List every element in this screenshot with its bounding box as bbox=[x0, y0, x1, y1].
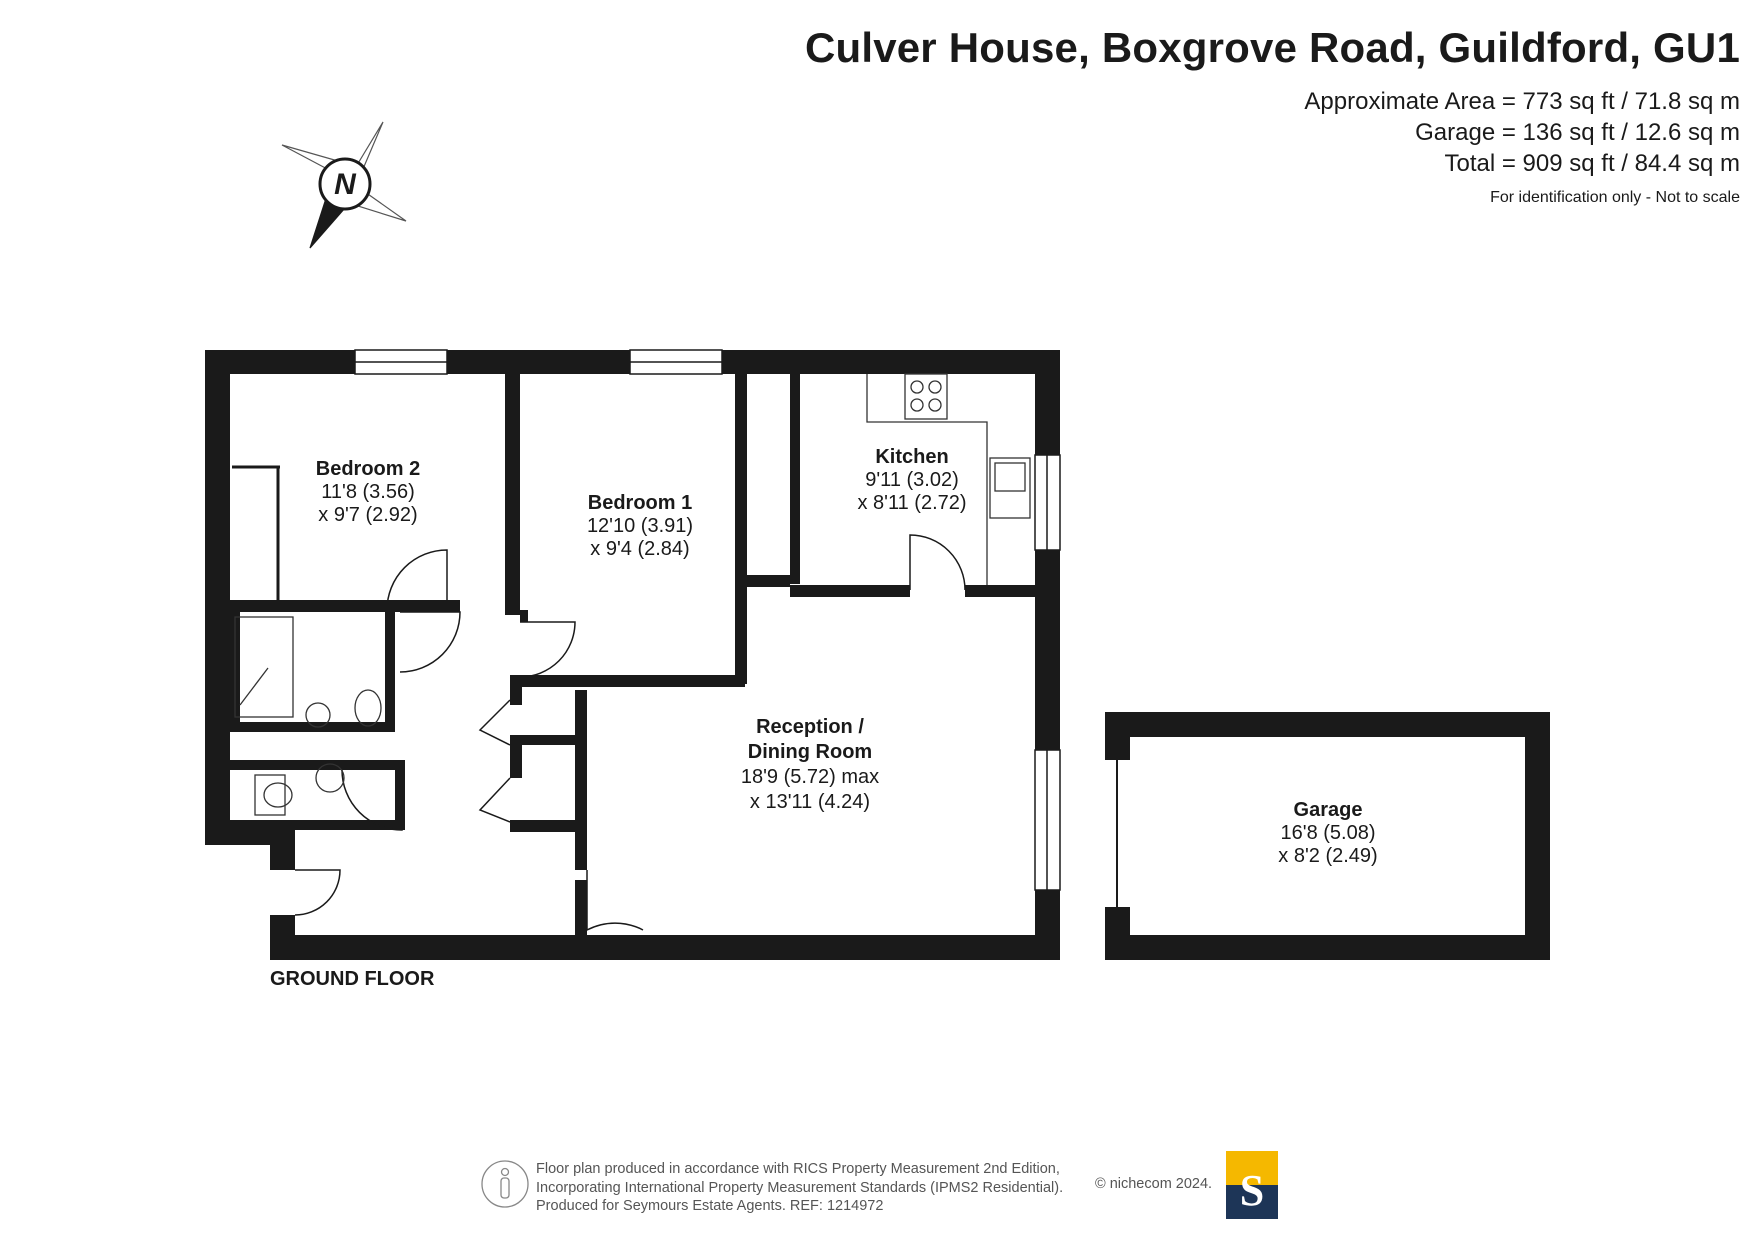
kitchen-dim2: x 8'11 (2.72) bbox=[857, 492, 966, 514]
footer-line-1: Floor plan produced in accordance with R… bbox=[536, 1161, 1060, 1177]
bathroom-fixtures bbox=[234, 616, 382, 816]
toilet-icon bbox=[354, 689, 382, 727]
approx-area: Approximate Area = 773 sq ft / 71.8 sq m bbox=[1304, 88, 1740, 115]
bath-icon bbox=[234, 616, 294, 718]
bedroom1-dim2: x 9'4 (2.84) bbox=[590, 538, 689, 560]
seymours-logo: S bbox=[1226, 1151, 1278, 1219]
footer: Floor plan produced in accordance with R… bbox=[480, 1160, 1063, 1216]
bedroom2-dim2: x 9'7 (2.92) bbox=[318, 504, 417, 526]
reception-dim2: x 13'11 (4.24) bbox=[750, 791, 870, 813]
logo-letter: S bbox=[1240, 1166, 1264, 1215]
garage-dim2: x 8'2 (2.49) bbox=[1278, 845, 1377, 867]
room-labels: Bedroom 2 11'8 (3.56) x 9'7 (2.92) Bedro… bbox=[316, 446, 1378, 867]
kitchen-name: Kitchen bbox=[875, 446, 948, 468]
garage-name: Garage bbox=[1294, 799, 1363, 821]
hob-icon bbox=[904, 373, 948, 420]
bedroom1-dim1: 12'10 (3.91) bbox=[587, 515, 693, 537]
basin-icon bbox=[305, 702, 331, 728]
bedroom1-name: Bedroom 1 bbox=[588, 492, 692, 514]
bedroom2-name: Bedroom 2 bbox=[316, 458, 420, 480]
reception-name-1: Reception / bbox=[756, 716, 864, 738]
property-title: Culver House, Boxgrove Road, Guildford, … bbox=[804, 24, 1740, 71]
toilet-icon-2 bbox=[263, 782, 293, 808]
footer-text: Floor plan produced in accordance with R… bbox=[536, 1160, 1063, 1216]
person-icon bbox=[481, 1160, 529, 1208]
copyright: © nichecom 2024. bbox=[1095, 1176, 1213, 1192]
sink-icon bbox=[989, 457, 1031, 519]
basin-icon-2 bbox=[315, 763, 345, 793]
header: Culver House, Boxgrove Road, Guildford, … bbox=[805, 24, 1740, 207]
reception-dim1: 18'9 (5.72) max bbox=[741, 766, 879, 788]
garage-dim1: 16'8 (5.08) bbox=[1281, 822, 1376, 844]
disclaimer: For identification only - Not to scale bbox=[1490, 189, 1740, 206]
walls bbox=[205, 350, 1060, 960]
garage-walls bbox=[1105, 712, 1550, 960]
windows bbox=[354, 349, 1061, 891]
floor-label: GROUND FLOOR bbox=[270, 968, 435, 990]
bedroom2-dim1: 11'8 (3.56) bbox=[321, 481, 415, 503]
kitchen-fixtures bbox=[866, 373, 1031, 585]
footer-line-3: Produced for Seymours Estate Agents. REF… bbox=[536, 1198, 884, 1214]
compass-label: N bbox=[334, 168, 357, 201]
garage-area: Garage = 136 sq ft / 12.6 sq m bbox=[1415, 119, 1740, 146]
wardrobe-lines bbox=[232, 385, 744, 600]
footer-line-2: Incorporating International Property Mea… bbox=[536, 1179, 1064, 1196]
total-area: Total = 909 sq ft / 84.4 sq m bbox=[1444, 150, 1741, 177]
compass-icon: N bbox=[281, 121, 407, 249]
reception-name-2: Dining Room bbox=[748, 741, 872, 763]
kitchen-dim1: 9'11 (3.02) bbox=[865, 469, 959, 491]
